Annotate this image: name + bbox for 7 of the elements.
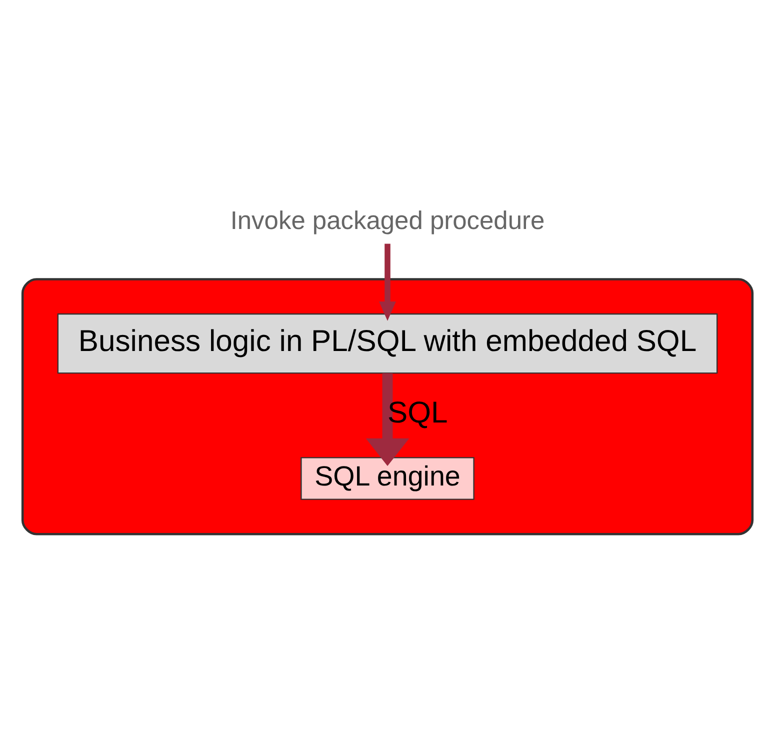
node-box: Business logic in PL/SQL with embedded SQL: [57, 312, 718, 374]
cluster: [21, 278, 754, 535]
node-text: Invoke packaged procedure: [230, 206, 545, 234]
arrow: [379, 243, 396, 320]
node-box: SQL engine: [300, 456, 474, 500]
edge-label: SQL: [387, 396, 448, 430]
arrow: [366, 372, 410, 466]
